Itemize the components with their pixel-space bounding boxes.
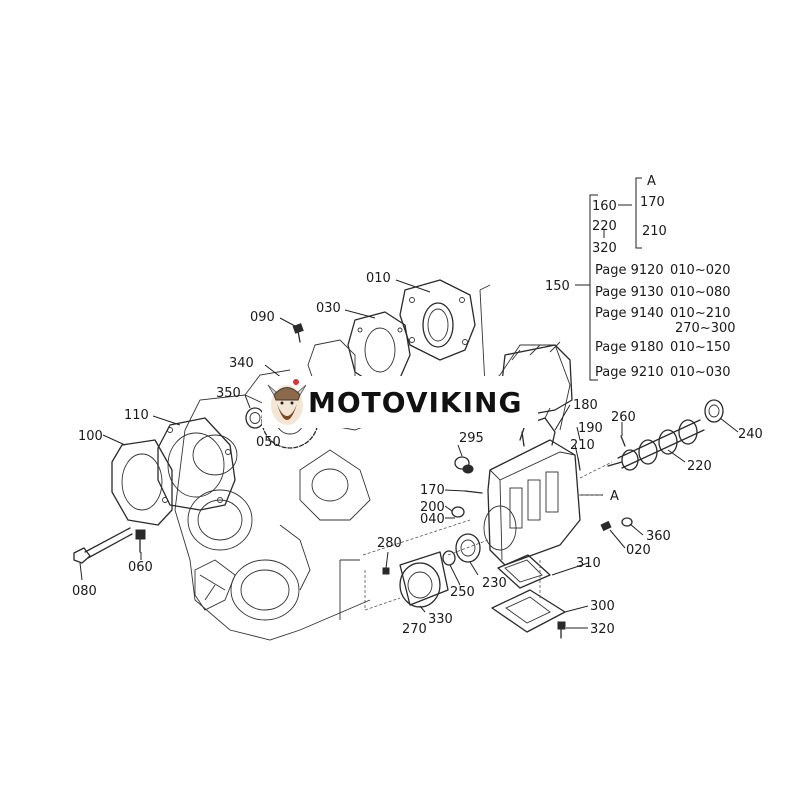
label-160: 160 [592,199,617,214]
page-reference-bracket [575,177,642,381]
label-310: 310 [576,556,601,571]
label-090: 090 [250,310,275,325]
label-A-ref: A [647,174,656,189]
label-210: 210 [570,438,595,453]
dowel-170 [464,490,483,494]
label-170-ref: 170 [640,195,665,210]
label-260: 260 [611,410,636,425]
bearing-240 [704,399,724,423]
page-ref-4: Page 9180 [595,340,664,355]
label-280: 280 [377,536,402,551]
page-ref-3: Page 9140 [595,306,664,321]
bolt-080 [73,527,133,564]
label-250: 250 [450,585,475,600]
viking-mascot-logo [267,379,307,425]
leader-lines [79,279,739,629]
bolt-280 [382,567,390,575]
stud-180 [521,431,581,471]
page-ref-1: Page 9120 [595,263,664,278]
part-number-labels: 010 030 090 340 350 050 110 100 060 080 … [72,174,763,637]
page-ref-2-range: 010~080 [670,285,731,300]
label-110: 110 [124,408,149,423]
label-150: 150 [545,279,570,294]
camshaft-220 [607,419,705,471]
page-ref-3b-range: 270~300 [675,321,736,336]
gasket-030 [347,311,411,386]
label-240: 240 [738,427,763,442]
label-080: 080 [72,584,97,599]
pin-260 [620,435,626,447]
label-200: 200 [420,500,445,515]
gasket-310 [497,554,551,589]
label-230: 230 [482,576,507,591]
label-030: 030 [316,301,341,316]
washer-250 [442,550,456,566]
o-ring-200 [451,506,465,518]
label-270: 270 [402,622,427,637]
label-360: 360 [646,529,671,544]
engine-block-outline [174,284,571,641]
label-320-ref: 320 [592,241,617,256]
page-references: Page 9120 010~020 Page 9130 010~080 Page… [595,263,736,380]
label-210-ref: 210 [642,224,667,239]
page-ref-3-range: 010~210 [670,306,731,321]
label-180: 180 [573,398,598,413]
label-300: 300 [590,599,615,614]
page-ref-4-range: 010~150 [670,340,731,355]
label-100: 100 [78,429,103,444]
bolt-020-360 [600,517,633,532]
gear-case-cover-010 [399,279,476,361]
label-350: 350 [216,386,241,401]
page-ref-1-range: 010~020 [670,263,731,278]
bolt-060 [135,529,146,553]
label-020: 020 [626,543,651,558]
watermark-text: MOTOVIKING [308,386,522,419]
label-A: A [610,489,619,504]
bearing-230 [455,533,481,563]
label-050: 050 [256,435,281,450]
label-190: 190 [578,421,603,436]
label-060: 060 [128,560,153,575]
label-040: 040 [420,512,445,527]
bolt-090 [292,323,304,343]
plug-295 [454,456,474,474]
bolt-320 [557,621,566,639]
label-330: 330 [428,612,453,627]
label-340: 340 [229,356,254,371]
gasket-100 [111,439,173,526]
cover-110 [157,417,236,511]
bearing-350 [245,407,265,429]
watermark-banner: MOTOVIKING [262,376,538,428]
label-220-ref: 220 [592,219,617,234]
plate-300 [491,589,566,633]
flange-270 [399,551,449,608]
page-ref-5-range: 010~030 [670,365,731,380]
label-170: 170 [420,483,445,498]
page-ref-2: Page 9130 [595,285,664,300]
page-ref-5: Page 9210 [595,365,664,380]
label-320: 320 [590,622,615,637]
pump-housing [483,407,581,566]
label-295: 295 [459,431,484,446]
label-010: 010 [366,271,391,286]
label-220: 220 [687,459,712,474]
